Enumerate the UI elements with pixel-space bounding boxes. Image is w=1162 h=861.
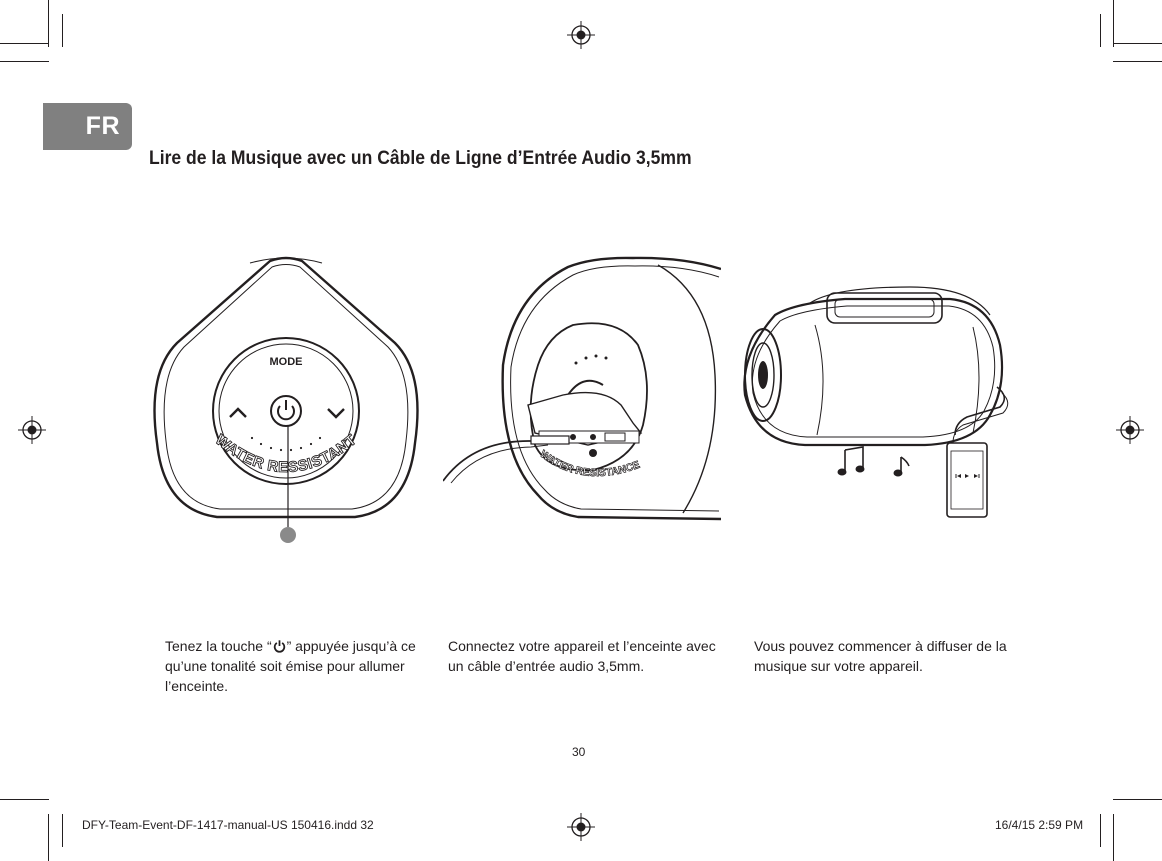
registration-mark-icon	[1116, 416, 1144, 444]
step-1-text: Tenez la touche “” appuyée jusqu’à ce qu…	[165, 638, 416, 694]
power-icon	[273, 640, 285, 653]
speaker-side-cable-illustration: WATER RESISTANCE	[443, 256, 721, 521]
footer-file-name: DFY-Team-Event-DF-1417-manual-US 150416.…	[82, 818, 374, 832]
phone-icon	[946, 442, 988, 518]
language-tab-label: FR	[85, 112, 120, 140]
speaker-phone-playback-illustration	[743, 286, 1009, 518]
language-tab: FR	[43, 103, 132, 150]
mode-label: MODE	[270, 356, 303, 368]
music-note-icon	[893, 456, 910, 477]
svg-text:WATER RESSISTANT: WATER RESSISTANT	[212, 431, 360, 476]
step-3-text: Vous pouvez commencer à diffuser de la m…	[754, 638, 1007, 674]
footer-datetime: 16/4/15 2:59 PM	[995, 818, 1084, 832]
water-resistant-label: WATER RESSISTANT	[211, 431, 360, 477]
music-note-icon	[837, 446, 865, 476]
page-title: Lire de la Musique avec un Câble de Lign…	[149, 147, 692, 169]
step-2-text: Connectez votre appareil et l’enceinte a…	[448, 638, 716, 674]
registration-mark-icon	[567, 813, 595, 841]
registration-mark-icon	[567, 21, 595, 49]
registration-mark-icon	[18, 416, 46, 444]
speaker-top-illustration: MODE WATER RESSISTANT	[153, 256, 419, 543]
page-number: 30	[572, 745, 586, 759]
